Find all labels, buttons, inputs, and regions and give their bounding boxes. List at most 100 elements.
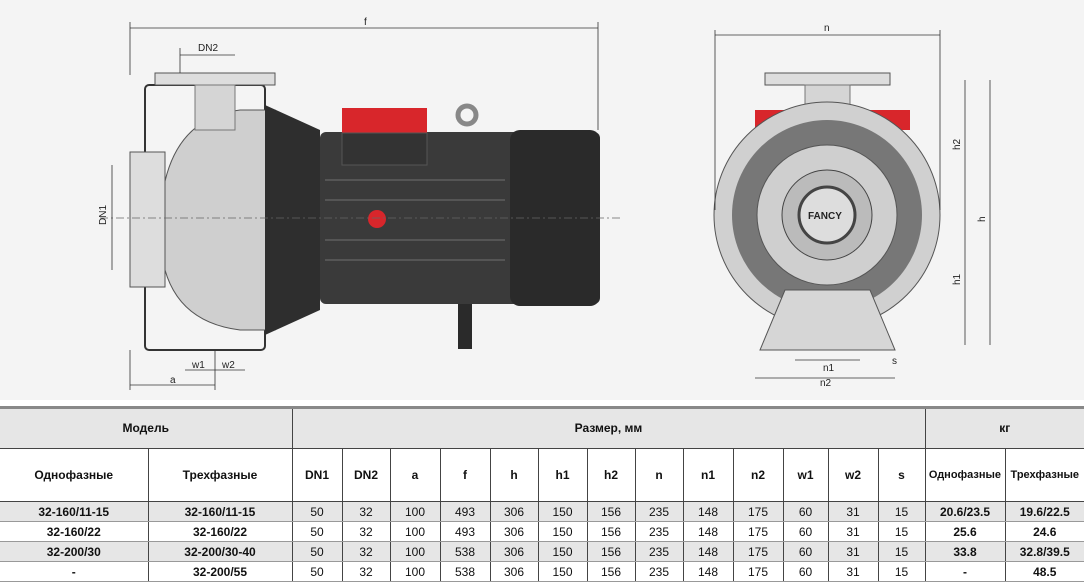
table-cell: 538: [439, 561, 490, 582]
pump-side-view: [100, 72, 620, 351]
column-header: h: [489, 448, 538, 502]
table-cell: 306: [489, 501, 538, 522]
dim-n2: n2: [820, 378, 832, 389]
dim-w1: w1: [191, 360, 205, 371]
dim-h2: h2: [952, 138, 963, 150]
table-cell: 306: [489, 521, 538, 542]
table-cell: 32-160/11-15: [147, 501, 292, 522]
table-cell: 32: [341, 501, 390, 522]
column-header: a: [389, 448, 440, 502]
table-cell: 493: [439, 521, 490, 542]
table-cell: 148: [682, 561, 733, 582]
table-cell: 48.5: [1004, 561, 1084, 582]
table-cell: 24.6: [1004, 521, 1084, 542]
table-cell: 60: [782, 541, 828, 562]
table-cell: 148: [682, 521, 733, 542]
pump-front-view: [713, 72, 941, 351]
table-cell: 306: [489, 541, 538, 562]
dim-n1: n1: [823, 363, 835, 374]
table-cell: 150: [537, 541, 587, 562]
group-header-weight: кг: [924, 406, 1084, 449]
table-cell: 150: [537, 521, 587, 542]
table-cell: 156: [586, 521, 635, 542]
table-cell: 156: [586, 501, 635, 522]
column-header: Однофазные: [924, 448, 1005, 502]
table-cell: 100: [389, 501, 440, 522]
dim-h: h: [977, 216, 988, 222]
column-header: s: [877, 448, 925, 502]
column-header: n: [634, 448, 683, 502]
column-header: DN1: [291, 448, 342, 502]
table-cell: -: [924, 561, 1005, 582]
column-header: h2: [586, 448, 635, 502]
group-header-model: Модель: [0, 406, 292, 449]
table-cell: 32-160/22: [147, 521, 292, 542]
table-cell: 32-160/11-15: [0, 501, 148, 522]
table-cell: 306: [489, 561, 538, 582]
table-cell: 175: [732, 501, 783, 522]
dim-f: f: [364, 17, 367, 28]
table-cell: 19.6/22.5: [1004, 501, 1084, 522]
table-cell: 32.8/39.5: [1004, 541, 1084, 562]
column-header: n2: [732, 448, 783, 502]
column-header: DN2: [341, 448, 390, 502]
table-cell: 100: [389, 541, 440, 562]
table-cell: 32: [341, 521, 390, 542]
column-header: Трехфазные: [1004, 448, 1084, 502]
table-cell: 32-200/30-40: [147, 541, 292, 562]
table-cell: 60: [782, 561, 828, 582]
table-cell: 156: [586, 541, 635, 562]
column-header: Однофазные: [0, 448, 148, 502]
dim-s: s: [892, 356, 897, 367]
table-cell: 235: [634, 561, 683, 582]
table-cell: 50: [291, 561, 342, 582]
table-cell: 32: [341, 541, 390, 562]
table-cell: 148: [682, 541, 733, 562]
table-cell: 175: [732, 521, 783, 542]
column-header: w1: [782, 448, 828, 502]
table-cell: 235: [634, 521, 683, 542]
table-cell: 31: [827, 521, 878, 542]
table-cell: 175: [732, 541, 783, 562]
table-cell: 50: [291, 501, 342, 522]
column-header: w2: [827, 448, 878, 502]
table-cell: 15: [877, 541, 925, 562]
table-cell: 32-160/22: [0, 521, 148, 542]
table-cell: 148: [682, 501, 733, 522]
dim-a: a: [170, 375, 176, 386]
table-cell: 31: [827, 541, 878, 562]
table-cell: 25.6: [924, 521, 1005, 542]
table-cell: 493: [439, 501, 490, 522]
table-cell: 175: [732, 561, 783, 582]
table-cell: 20.6/23.5: [924, 501, 1005, 522]
table-cell: 235: [634, 501, 683, 522]
dim-dn2: DN2: [198, 43, 218, 54]
dim-dn1: DN1: [98, 205, 109, 225]
table-cell: 33.8: [924, 541, 1005, 562]
table-cell: 31: [827, 561, 878, 582]
column-header: f: [439, 448, 490, 502]
table-cell: 100: [389, 521, 440, 542]
table-cell: 50: [291, 541, 342, 562]
table-cell: 538: [439, 541, 490, 562]
table-cell: 15: [877, 521, 925, 542]
table-cell: 60: [782, 521, 828, 542]
table-cell: 32: [341, 561, 390, 582]
brand-logo: FANCY: [808, 211, 842, 222]
table-cell: 60: [782, 501, 828, 522]
table-cell: 32-200/30: [0, 541, 148, 562]
table-cell: 32-200/55: [147, 561, 292, 582]
table-cell: 150: [537, 501, 587, 522]
dim-n: n: [824, 23, 830, 34]
column-header: n1: [682, 448, 733, 502]
dim-w2: w2: [221, 360, 235, 371]
table-cell: 235: [634, 541, 683, 562]
dim-h1: h1: [952, 273, 963, 285]
front-dimensions: [714, 30, 991, 379]
side-dimensions: [111, 22, 599, 390]
